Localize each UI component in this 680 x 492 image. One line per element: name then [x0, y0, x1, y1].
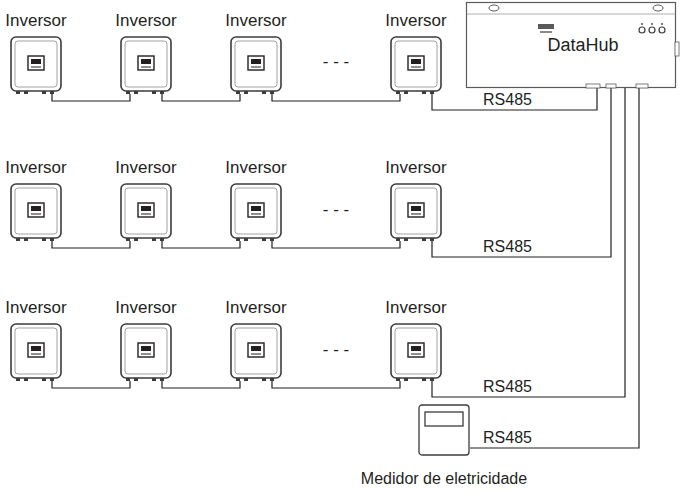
device-label: Inversor — [356, 298, 476, 318]
inverter: Inversor — [10, 323, 62, 381]
rs485-cable — [162, 381, 240, 388]
device-label: Medidor de eletricidade — [314, 470, 574, 488]
inverter: Inversor — [390, 183, 442, 241]
rs485-cable — [52, 241, 130, 248]
device-label: Inversor — [196, 158, 316, 178]
inv-outline — [10, 183, 62, 241]
device-label: Inversor — [86, 158, 206, 178]
rs485-cable — [432, 88, 597, 110]
inv-outline — [230, 323, 282, 381]
rs485-cable — [272, 381, 400, 388]
rs485-cable — [272, 241, 400, 248]
device-label: Inversor — [196, 298, 316, 318]
device-label: Inversor — [356, 11, 476, 31]
rs485-cable — [432, 88, 625, 397]
inverter: Inversor — [230, 323, 282, 381]
rs485-cable — [162, 94, 240, 101]
inv-outline — [120, 36, 172, 94]
inv-outline — [390, 36, 442, 94]
inv-outline — [120, 183, 172, 241]
inverter: Inversor — [390, 323, 442, 381]
rs485-cable — [432, 88, 611, 257]
inv-outline — [230, 36, 282, 94]
device-label: Inversor — [86, 298, 206, 318]
inv-outline — [10, 36, 62, 94]
signal-name: RS485 — [481, 91, 534, 109]
signal-name: RS485 — [481, 429, 534, 447]
continuation-mark: - - - — [323, 340, 349, 360]
datahub-box: DataHub — [466, 2, 680, 88]
meter-outline — [418, 404, 470, 456]
inverter: Inversor — [120, 183, 172, 241]
inv-outline — [230, 183, 282, 241]
rs485-cable — [272, 94, 400, 101]
inverter: Inversor — [230, 36, 282, 94]
inverter: Inversor — [120, 36, 172, 94]
device-label: Inversor — [0, 298, 96, 318]
device-label: Inversor — [86, 11, 206, 31]
device-name: DataHub — [466, 35, 680, 56]
device-label: Inversor — [0, 11, 96, 31]
inverter: Inversor — [10, 36, 62, 94]
inverter: Inversor — [230, 183, 282, 241]
rs485-cable — [470, 88, 639, 448]
inverter: Inversor — [390, 36, 442, 94]
inv-outline — [10, 323, 62, 381]
electricity-meter: Medidor de eletricidade — [418, 404, 470, 456]
continuation-mark: - - - — [323, 52, 349, 72]
rs485-cable — [52, 381, 130, 388]
inv-outline — [390, 183, 442, 241]
inv-outline — [390, 323, 442, 381]
continuation-mark: - - - — [323, 200, 349, 220]
rs485-cable — [52, 94, 130, 101]
inv-outline — [120, 323, 172, 381]
device-label: Inversor — [0, 158, 96, 178]
signal-name: RS485 — [481, 378, 534, 396]
inverter: Inversor — [120, 323, 172, 381]
device-label: Inversor — [196, 11, 316, 31]
inverter: Inversor — [10, 183, 62, 241]
rs485-cable — [162, 241, 240, 248]
signal-name: RS485 — [481, 238, 534, 256]
device-label: Inversor — [356, 158, 476, 178]
